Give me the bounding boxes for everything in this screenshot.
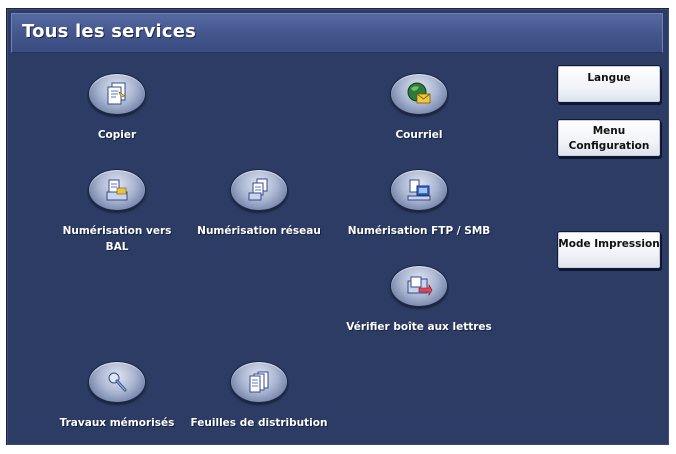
service-ftp-smb-scan[interactable]: Numérisation FTP / SMB: [339, 169, 499, 239]
network-scan-button[interactable]: [230, 169, 288, 211]
scan-to-mailbox-label: Numérisation vers BAL: [37, 223, 197, 255]
service-courriel[interactable]: Courriel: [339, 73, 499, 143]
scan-to-mailbox-label-line1: Numérisation vers: [62, 225, 172, 237]
service-check-mailbox[interactable]: Vérifier boîte aux lettres: [339, 265, 499, 335]
service-copier[interactable]: Copier: [37, 73, 197, 143]
service-job-flow-sheets[interactable]: Feuilles de distribution: [179, 361, 339, 431]
scan-to-mailbox-label-line2: BAL: [105, 241, 129, 253]
job-flow-sheets-label: Feuilles de distribution: [190, 417, 328, 429]
header-bar: Tous les services: [11, 13, 663, 53]
copier-button[interactable]: [88, 73, 146, 115]
check-mailbox-button[interactable]: [390, 265, 448, 307]
scan-network-icon: [248, 178, 268, 201]
print-mode-button-label: Mode Impression: [558, 238, 660, 250]
network-scan-label: Numérisation réseau: [197, 225, 321, 237]
courriel-label: Courriel: [395, 129, 443, 141]
page-title: Tous les services: [22, 21, 197, 42]
service-scan-to-mailbox[interactable]: Numérisation vers BAL: [37, 169, 197, 255]
setup-menu-button[interactable]: Menu Configuration: [557, 119, 661, 157]
job-flow-sheets-icon: [249, 371, 269, 393]
ftp-smb-scan-label: Numérisation FTP / SMB: [347, 225, 491, 237]
all-services-screen: Tous les services Copier: [6, 8, 669, 445]
stored-jobs-button[interactable]: [88, 361, 146, 403]
scan-mailbox-icon: [106, 179, 128, 201]
ftp-smb-scan-button[interactable]: [390, 169, 448, 211]
copier-label: Copier: [97, 129, 137, 141]
language-button[interactable]: Langue: [557, 65, 661, 103]
email-globe-icon: [407, 82, 431, 104]
print-mode-button[interactable]: Mode Impression: [557, 231, 661, 269]
scan-to-mailbox-button[interactable]: [88, 169, 146, 211]
courriel-button[interactable]: [390, 73, 448, 115]
service-network-scan[interactable]: Numérisation réseau: [179, 169, 339, 239]
scan-ftp-icon: [407, 179, 431, 201]
setup-menu-label-line1: Menu: [592, 125, 626, 137]
stored-jobs-icon: [108, 372, 127, 392]
stored-jobs-label: Travaux mémorisés: [59, 417, 175, 429]
check-mailbox-icon: [407, 276, 433, 297]
check-mailbox-label: Vérifier boîte aux lettres: [346, 321, 492, 333]
language-button-label: Langue: [587, 72, 631, 84]
setup-menu-label-line2: Configuration: [568, 140, 650, 152]
copier-icon: [107, 82, 126, 105]
service-stored-jobs[interactable]: Travaux mémorisés: [37, 361, 197, 431]
job-flow-sheets-button[interactable]: [230, 361, 288, 403]
